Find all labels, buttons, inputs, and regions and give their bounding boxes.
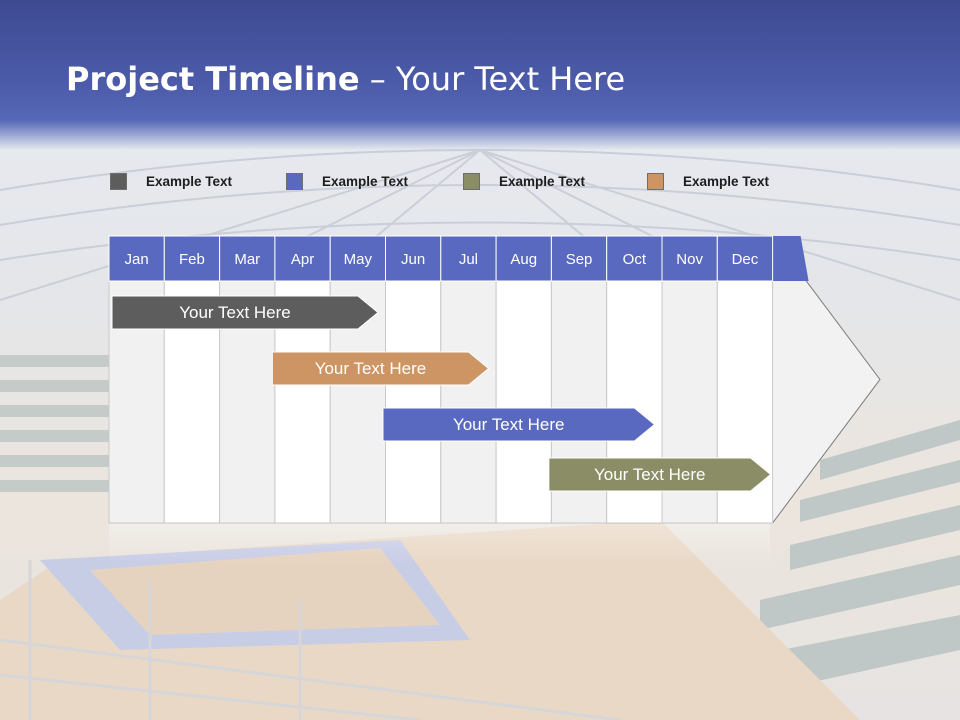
month-label: Feb bbox=[179, 251, 205, 268]
month-header-cell bbox=[163, 235, 221, 282]
title-bold: Project Timeline bbox=[66, 60, 360, 98]
task-bar bbox=[548, 457, 772, 492]
month-header-cell bbox=[219, 235, 276, 282]
month-label: Dec bbox=[732, 251, 759, 268]
month-column bbox=[440, 280, 497, 524]
month-label: Jan bbox=[125, 251, 149, 268]
month-header-cell bbox=[440, 235, 497, 282]
legend-swatch-olive bbox=[463, 172, 480, 190]
month-header-cell bbox=[716, 235, 774, 282]
month-label: May bbox=[344, 251, 373, 268]
task-bar bbox=[271, 351, 490, 386]
court-inner bbox=[90, 548, 440, 635]
month-header-cell bbox=[495, 235, 552, 282]
month-label: Nov bbox=[676, 251, 703, 268]
legend-swatch-gray bbox=[110, 172, 127, 190]
legend-swatch-blue bbox=[286, 172, 303, 190]
legend-swatch-tan bbox=[647, 172, 664, 190]
stands-left bbox=[0, 355, 110, 492]
month-header-cell bbox=[550, 235, 608, 282]
timeline-reflection bbox=[109, 524, 770, 564]
legend-item-3: Example Text bbox=[463, 171, 585, 191]
task-label: Your Text Here bbox=[315, 359, 427, 378]
task-label: Your Text Here bbox=[453, 415, 565, 434]
month-header-cell bbox=[385, 235, 442, 282]
month-label: Jun bbox=[401, 251, 425, 268]
month-label: Aug bbox=[510, 251, 537, 268]
title-rest: – Your Text Here bbox=[359, 60, 626, 98]
legend-label: Example Text bbox=[683, 173, 770, 189]
legend-item-2: Example Text bbox=[286, 171, 408, 191]
legend-item-1: Example Text bbox=[110, 171, 232, 191]
legend-label: Example Text bbox=[146, 173, 233, 189]
month-header-cell bbox=[329, 235, 387, 282]
legend-label: Example Text bbox=[499, 173, 586, 189]
month-label: Oct bbox=[623, 251, 647, 268]
header-tail bbox=[772, 236, 809, 281]
legend-item-4: Example Text bbox=[647, 171, 769, 191]
slide-title: Project Timeline – Your Text Here bbox=[66, 60, 625, 98]
month-label: Apr bbox=[291, 251, 314, 268]
railings bbox=[0, 560, 621, 720]
month-label: Sep bbox=[566, 251, 593, 268]
month-header-cell bbox=[606, 235, 663, 282]
month-header-cell bbox=[661, 235, 718, 282]
month-column bbox=[495, 280, 552, 524]
task-bar bbox=[111, 295, 379, 330]
month-label: Mar bbox=[234, 251, 260, 268]
task-label: Your Text Here bbox=[179, 303, 291, 322]
legend-label: Example Text bbox=[322, 173, 409, 189]
month-header-cell bbox=[108, 235, 165, 282]
task-bar bbox=[382, 407, 656, 442]
month-column bbox=[385, 280, 442, 524]
header-band bbox=[0, 0, 960, 150]
task-label: Your Text Here bbox=[594, 465, 706, 484]
month-label: Jul bbox=[459, 251, 478, 268]
